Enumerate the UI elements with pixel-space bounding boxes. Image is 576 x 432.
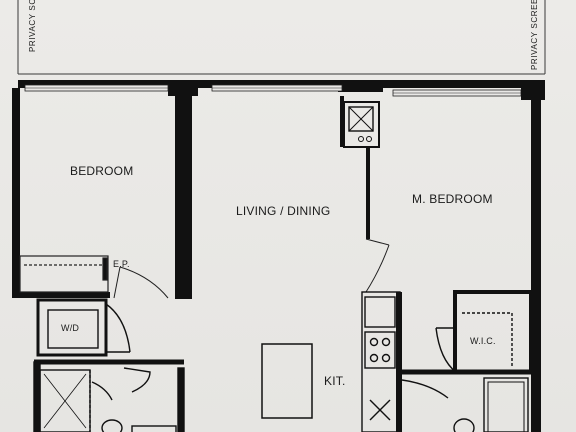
wall-bedroom-living (175, 95, 192, 299)
wall-bedroom-bottom (12, 292, 110, 298)
walk-in-closet (435, 290, 533, 374)
main-bathroom (33, 359, 185, 432)
privacy-screen-label-left: PRIVACY SCREEN (28, 0, 37, 52)
room-label-master-bedroom: M. BEDROOM (412, 192, 493, 206)
window-bedroom (24, 84, 169, 92)
balcony (17, 0, 546, 75)
room-label-bedroom: BEDROOM (70, 164, 134, 178)
room-label-washer-dryer: W/D (61, 323, 80, 333)
kitchen-island (261, 343, 313, 419)
stove-unit (343, 101, 380, 148)
wall-living-master (366, 147, 370, 239)
door-master-bedroom (365, 238, 390, 293)
wall-kitchen-right (396, 292, 402, 432)
exterior-wall-corner-right (521, 88, 545, 100)
exterior-wall-left (12, 88, 20, 298)
window-living (211, 84, 343, 92)
room-label-living-dining: LIVING / DINING (236, 204, 331, 218)
room-label-electrical-panel: E.P. (113, 259, 130, 269)
exterior-wall-top (18, 80, 545, 96)
wall-stove-left (340, 96, 344, 147)
door-bedroom (113, 266, 169, 299)
room-label-walk-in-closet: W.I.C. (470, 336, 496, 346)
exterior-wall-right (531, 100, 541, 432)
kitchen-counter (361, 291, 401, 432)
laundry-closet (36, 298, 131, 357)
bedroom-closet (19, 255, 109, 293)
room-label-kitchen: KIT. (324, 374, 346, 388)
master-ensuite (401, 369, 531, 432)
privacy-screen-label-right: PRIVACY SCREEN (530, 0, 539, 70)
window-master-bedroom (392, 89, 522, 97)
